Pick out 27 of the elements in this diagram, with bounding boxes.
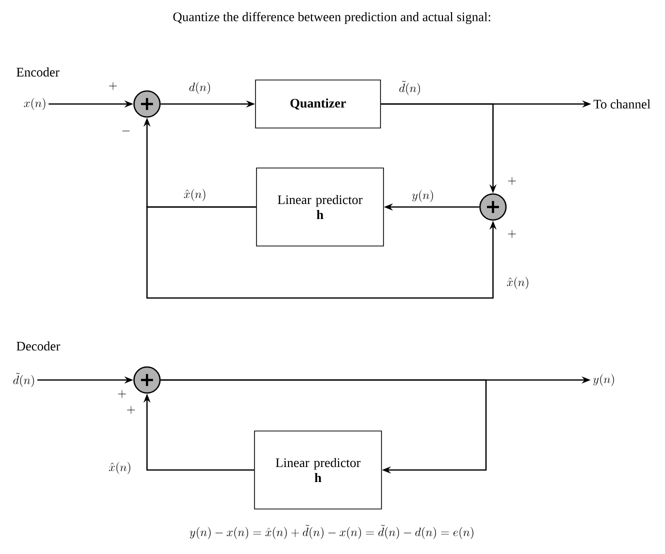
summing-junction	[133, 90, 161, 118]
arrow	[160, 379, 487, 474]
section-heading: Encoder	[16, 67, 60, 77]
signal-label: $y(n)$	[593, 374, 614, 386]
predictor-box: Linear predictor h	[256, 168, 384, 246]
section-heading: Decoder	[16, 341, 60, 351]
sign: $+$	[118, 390, 126, 398]
edge-label: $d(n)$	[189, 82, 210, 94]
equation: $y(n) - x(n) = \hat{x}(n) + \tilde{d}(n) - x(n) = \tilde{d}(n) - d(n) = e(n)$	[190, 524, 474, 540]
summing-junction	[479, 193, 507, 221]
summing-junction	[133, 366, 161, 394]
sign: $+$	[508, 177, 516, 185]
output-label: To channel	[594, 99, 650, 109]
sign: $+$	[127, 406, 135, 414]
signal-label: $\tilde{d}(n)$	[13, 372, 34, 388]
sign: $-$	[122, 130, 130, 132]
edge-label: $\hat{x}(n)$	[108, 462, 130, 474]
quantizer-box: Quantizer	[255, 80, 381, 128]
sign: $+$	[109, 82, 117, 90]
signal-label: $x(n)$	[24, 98, 46, 110]
edge-label: $y(n)$	[412, 190, 433, 202]
sign: $+$	[508, 230, 516, 238]
edge-label: $\tilde{d}(n)$	[399, 80, 420, 96]
edge-label: $\hat{x}(n)$	[506, 276, 528, 289]
title: Quantize the difference between prediction and actual signal:	[173, 12, 490, 24]
edge-label: $\hat{x}(n)$	[184, 188, 206, 201]
predictor-box: Linear predictor h	[254, 430, 382, 510]
